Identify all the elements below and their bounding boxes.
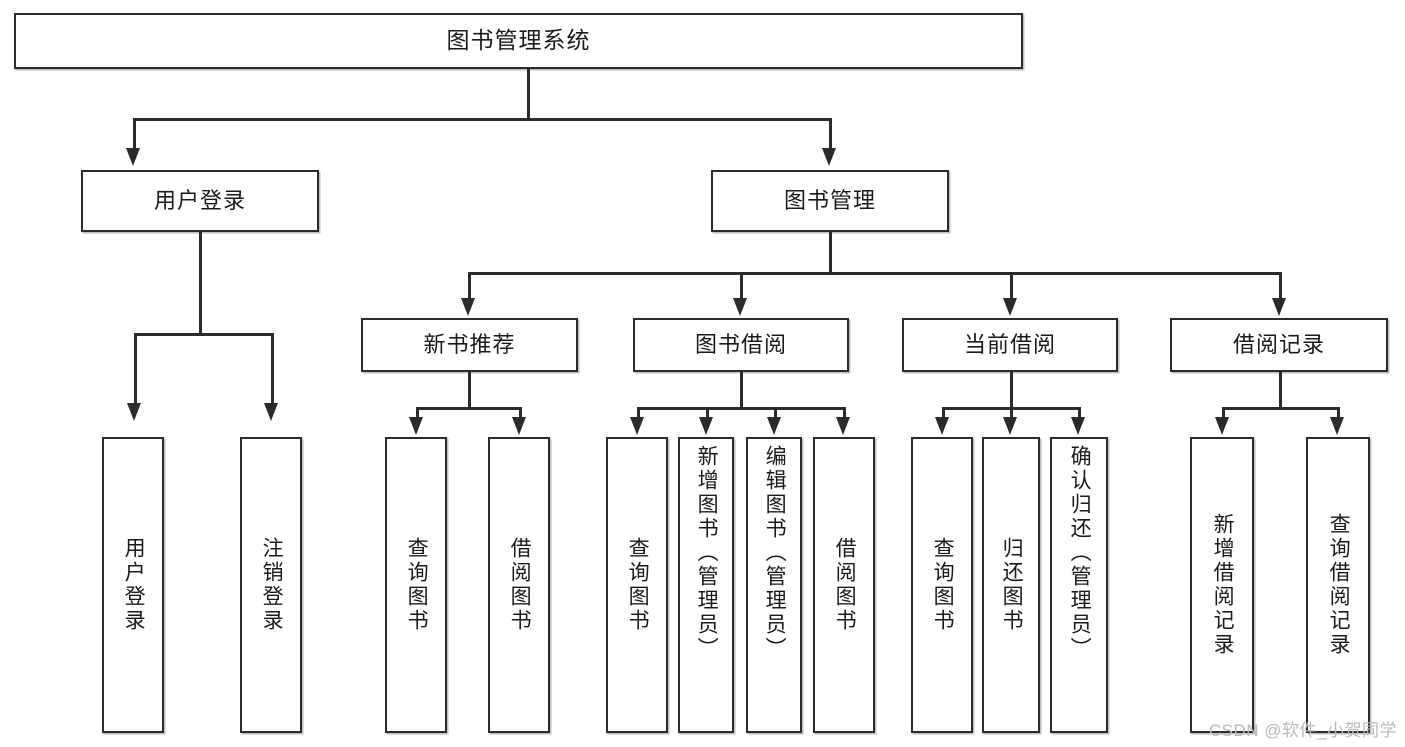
arrow-to-leaf-query-book-3 bbox=[935, 417, 949, 435]
connector-borrow-records-drop-1 bbox=[1222, 407, 1225, 419]
connector-book-borrow-stem bbox=[740, 372, 743, 408]
connector-new-book-bar bbox=[416, 407, 521, 410]
arrow-to-leaf-query-book-1 bbox=[409, 417, 423, 435]
arrow-to-leaf-add-record bbox=[1215, 417, 1229, 435]
node-user-login[interactable]: 用户登录 bbox=[81, 170, 319, 232]
leaf-logout[interactable]: 注销登录 bbox=[240, 437, 302, 733]
node-root[interactable]: 图书管理系统 bbox=[14, 13, 1023, 69]
leaf-query-book-new[interactable]: 查询图书 bbox=[385, 437, 447, 733]
node-label: 查询借阅记录 bbox=[1327, 513, 1351, 657]
node-label: 图书管理系统 bbox=[446, 27, 591, 54]
arrow-to-user-login bbox=[126, 148, 140, 166]
connector-book-management-stem bbox=[829, 232, 832, 274]
node-label: 新增借阅记录 bbox=[1211, 513, 1235, 657]
node-label: 确认归还（管理员） bbox=[1068, 445, 1092, 661]
node-label: 借阅图书 bbox=[833, 537, 857, 633]
node-label: 借阅图书 bbox=[508, 537, 532, 633]
connector-user-login-bar bbox=[134, 333, 273, 336]
connector-current-borrow-drop-1 bbox=[942, 407, 945, 419]
leaf-borrow-book-new[interactable]: 借阅图书 bbox=[488, 437, 550, 733]
connector-book-borrow-drop-2 bbox=[706, 407, 709, 419]
connector-borrow-records-stem bbox=[1279, 372, 1282, 408]
node-label: 查询图书 bbox=[405, 537, 429, 633]
arrow-to-borrow-records bbox=[1272, 298, 1286, 316]
arrow-to-new-book bbox=[461, 298, 475, 316]
node-book-borrow[interactable]: 图书借阅 bbox=[633, 318, 849, 372]
arrow-to-leaf-user-login bbox=[127, 403, 141, 421]
node-borrow-records[interactable]: 借阅记录 bbox=[1170, 318, 1388, 372]
connector-book-borrow-bar bbox=[637, 407, 845, 410]
connector-current-borrow-stem bbox=[1010, 372, 1013, 408]
node-label: 用户登录 bbox=[122, 537, 146, 633]
connector-level3-bar bbox=[468, 272, 1281, 275]
leaf-confirm-return[interactable]: 确认归还（管理员） bbox=[1050, 437, 1108, 733]
leaf-return-book[interactable]: 归还图书 bbox=[982, 437, 1040, 733]
arrow-to-leaf-logout bbox=[264, 403, 278, 421]
connector-new-book-stem bbox=[468, 372, 471, 408]
connector-level3-drop-1 bbox=[468, 272, 471, 300]
node-label: 图书借阅 bbox=[694, 331, 787, 357]
csdn-watermark: CSDN @软件_小贺同学 bbox=[1208, 721, 1397, 740]
arrow-to-leaf-borrow-book-1 bbox=[512, 417, 526, 435]
leaf-query-borrow-record[interactable]: 查询借阅记录 bbox=[1306, 437, 1370, 733]
node-label: 归还图书 bbox=[1000, 537, 1024, 633]
connector-root-drop-left bbox=[133, 118, 136, 150]
node-label: 当前借阅 bbox=[963, 331, 1056, 357]
leaf-query-book-current[interactable]: 查询图书 bbox=[911, 437, 973, 733]
arrow-to-leaf-add-book bbox=[699, 417, 713, 435]
connector-root-bar bbox=[133, 118, 831, 121]
leaf-add-book[interactable]: 新增图书（管理员） bbox=[678, 437, 734, 733]
node-new-book-recommend[interactable]: 新书推荐 bbox=[361, 318, 578, 372]
arrow-to-leaf-query-book-2 bbox=[630, 417, 644, 435]
node-label: 新增图书（管理员） bbox=[695, 445, 719, 661]
leaf-edit-book[interactable]: 编辑图书（管理员） bbox=[746, 437, 802, 733]
connector-user-login-drop-2 bbox=[271, 333, 274, 405]
connector-book-borrow-drop-4 bbox=[843, 407, 846, 419]
node-label: 注销登录 bbox=[260, 537, 284, 633]
leaf-user-login[interactable]: 用户登录 bbox=[102, 437, 164, 733]
connector-current-borrow-drop-3 bbox=[1078, 407, 1081, 419]
arrow-to-book-borrow bbox=[733, 298, 747, 316]
node-label: 用户登录 bbox=[153, 187, 246, 213]
connector-root-drop-right bbox=[829, 118, 832, 150]
connector-level3-drop-2 bbox=[740, 272, 743, 300]
node-book-management[interactable]: 图书管理 bbox=[711, 170, 949, 232]
connector-root-stem bbox=[527, 69, 530, 119]
arrow-to-leaf-confirm-return bbox=[1071, 417, 1085, 435]
connector-level3-drop-3 bbox=[1010, 272, 1013, 300]
arrow-to-leaf-query-record bbox=[1330, 417, 1344, 435]
arrow-to-leaf-return-book bbox=[1003, 417, 1017, 435]
arrow-to-leaf-edit-book bbox=[767, 417, 781, 435]
connector-book-borrow-drop-3 bbox=[774, 407, 777, 419]
node-label: 借阅记录 bbox=[1232, 331, 1325, 357]
node-current-borrow[interactable]: 当前借阅 bbox=[902, 318, 1118, 372]
arrow-to-leaf-borrow-book-2 bbox=[836, 417, 850, 435]
connector-book-borrow-drop-1 bbox=[637, 407, 640, 419]
connector-level3-drop-4 bbox=[1279, 272, 1282, 300]
connector-current-borrow-drop-2 bbox=[1010, 407, 1013, 419]
leaf-add-borrow-record[interactable]: 新增借阅记录 bbox=[1190, 437, 1254, 733]
node-label: 编辑图书（管理员） bbox=[763, 445, 787, 661]
node-label: 查询图书 bbox=[931, 537, 955, 633]
connector-borrow-records-bar bbox=[1222, 407, 1339, 410]
connector-user-login-drop-1 bbox=[134, 333, 137, 405]
connector-new-book-drop-1 bbox=[416, 407, 419, 419]
node-label: 查询图书 bbox=[626, 537, 650, 633]
node-label: 新书推荐 bbox=[423, 331, 516, 357]
connector-borrow-records-drop-2 bbox=[1337, 407, 1340, 419]
connector-new-book-drop-2 bbox=[519, 407, 522, 419]
arrow-to-current-borrow bbox=[1003, 298, 1017, 316]
arrow-to-book-manage bbox=[822, 148, 836, 166]
connector-user-login-stem bbox=[199, 232, 202, 334]
node-label: 图书管理 bbox=[783, 187, 876, 213]
leaf-borrow-book[interactable]: 借阅图书 bbox=[813, 437, 875, 733]
leaf-query-book-borrow[interactable]: 查询图书 bbox=[606, 437, 668, 733]
